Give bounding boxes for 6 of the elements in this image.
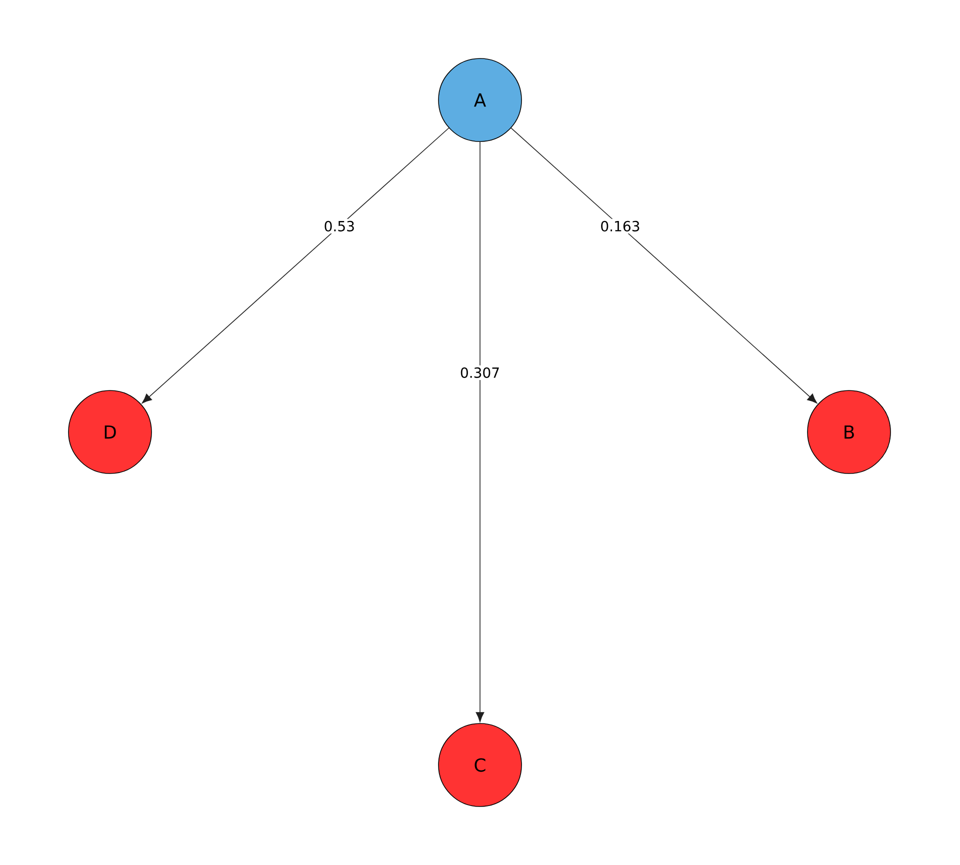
arrow: [476, 142, 484, 722]
arrow: [142, 128, 450, 404]
edge-label: 0.163: [598, 218, 642, 234]
edge-label: 0.53: [322, 218, 357, 234]
edge-label: 0.307: [458, 365, 502, 380]
arrow: [510, 128, 818, 404]
